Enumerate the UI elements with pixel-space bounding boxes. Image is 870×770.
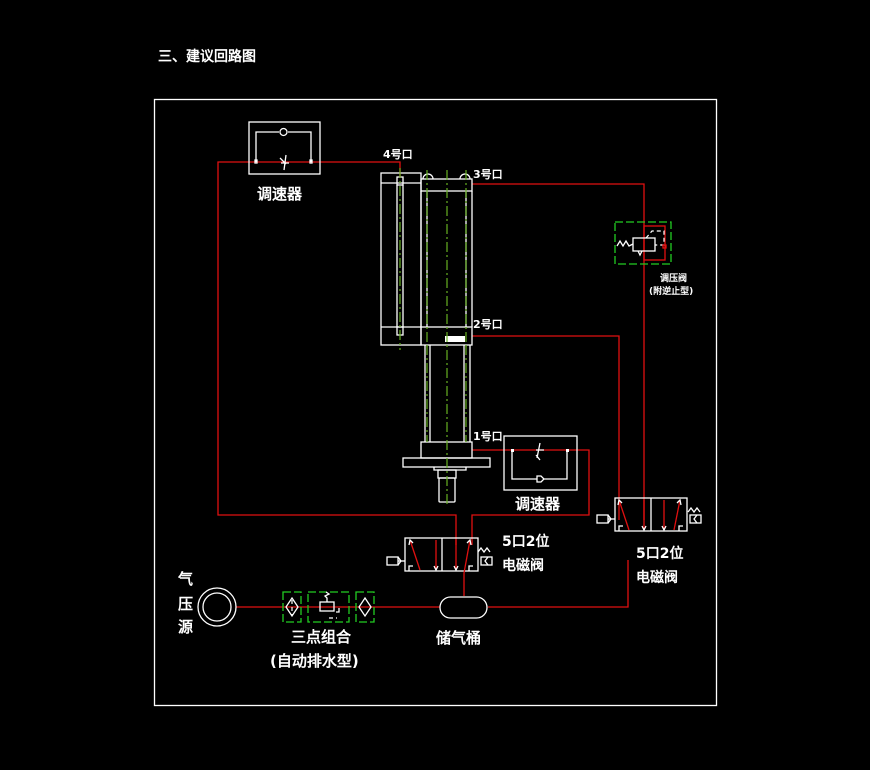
port-3-label: 3号口 — [473, 168, 503, 181]
check-valve-icon — [279, 127, 288, 137]
lubricator-icon — [358, 596, 372, 618]
solenoid-left-label-1: 5口2位 — [502, 533, 549, 550]
regulator-box — [307, 591, 350, 623]
page-title: 三、建议回路图 — [158, 48, 256, 65]
speed-controller-bottom-label: 调速器 — [515, 495, 561, 513]
cylinder[interactable] — [380, 168, 491, 505]
throttle-icon-bottom — [535, 442, 544, 461]
frl-label-2: (自动排水型) — [270, 652, 359, 670]
air-source[interactable]: 气 压 源 — [177, 570, 237, 636]
air-source-char-2: 压 — [178, 595, 193, 613]
pipe-port4 — [217, 161, 457, 545]
speed-controller-top[interactable]: 调速器 — [248, 121, 321, 203]
port-1-label: 1号口 — [473, 430, 503, 443]
port-4-label: 4号口 — [383, 148, 413, 161]
air-tank-label: 储气桶 — [436, 629, 481, 647]
valve-spring-icon-right — [687, 506, 701, 514]
pipe-port1 — [471, 449, 590, 545]
solenoid-right-label-1: 5口2位 — [636, 545, 683, 562]
solenoid-left-label-2: 电磁阀 — [502, 557, 544, 574]
lubricator-box — [355, 591, 375, 623]
solenoid-valve-right[interactable]: 5口2位 电磁阀 — [596, 497, 702, 586]
spring-icon — [616, 239, 634, 248]
check-valve-icon-bottom — [536, 475, 545, 483]
pressure-valve-label-1: 调压阀 — [660, 272, 687, 284]
air-tank[interactable]: 储气桶 — [436, 596, 488, 647]
valve-spring-icon — [477, 546, 491, 554]
drawing-frame — [153, 98, 718, 707]
filter-box — [282, 591, 302, 623]
pressure-valve-label-2: (附逆止型) — [649, 285, 693, 297]
pipe-supply-tank-right — [488, 560, 629, 608]
throttle-icon — [279, 154, 289, 171]
cylinder-tag — [445, 336, 465, 342]
port-2-label: 2号口 — [473, 318, 503, 331]
filter-icon — [285, 596, 299, 618]
pressure-regulator-valve[interactable]: 调压阀 (附逆止型) — [614, 221, 693, 297]
pipe-network — [217, 161, 645, 608]
frl-unit[interactable]: 三点组合 (自动排水型) — [270, 591, 375, 670]
solenoid-right-label-2: 电磁阀 — [636, 569, 678, 586]
frl-label-1: 三点组合 — [291, 628, 352, 646]
air-source-char-1: 气 — [177, 570, 193, 588]
air-source-char-3: 源 — [178, 618, 193, 636]
solenoid-valve-left[interactable]: 5口2位 电磁阀 — [386, 533, 549, 574]
speed-controller-bottom[interactable]: 调速器 — [503, 435, 578, 513]
pipe-port2 — [472, 335, 620, 520]
speed-controller-top-label: 调速器 — [257, 185, 303, 203]
pipe-port3 — [472, 183, 645, 520]
